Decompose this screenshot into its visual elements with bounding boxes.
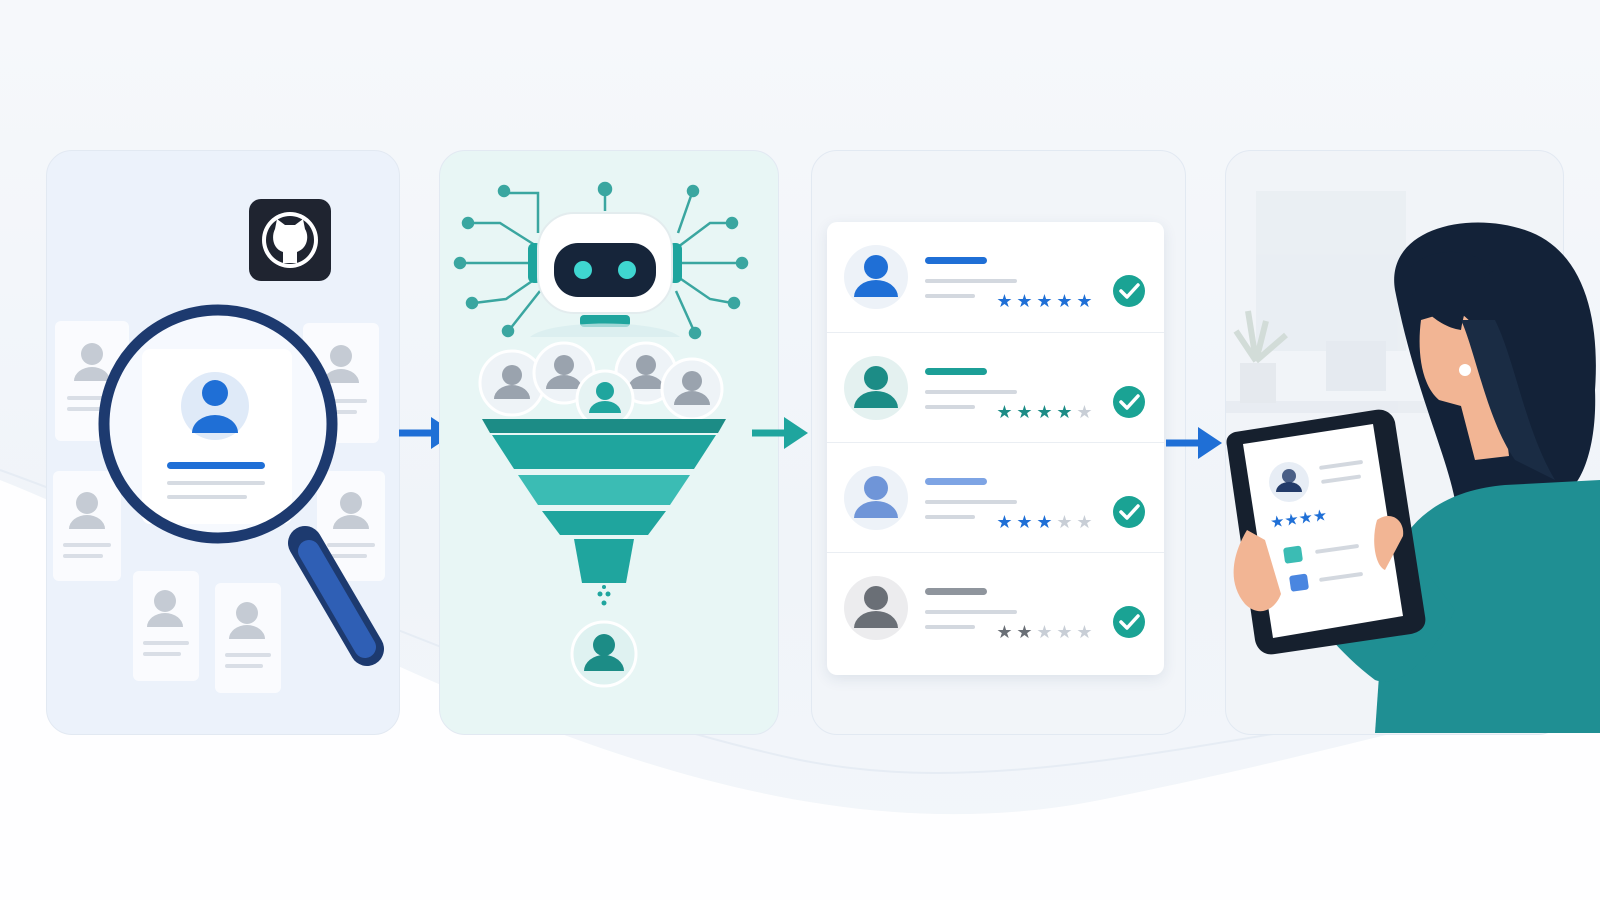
flow-arrow [746,413,816,453]
star-filled-icon: ★ [1016,402,1034,422]
star-filled-icon: ★ [996,402,1014,422]
star-filled-icon: ★ [996,291,1014,311]
selected-candidate-avatar [570,620,638,688]
magnifying-glass-icon [98,304,384,666]
star-filled-icon: ★ [1076,291,1094,311]
star-empty-icon: ★ [1036,622,1054,642]
star-empty-icon: ★ [1076,622,1094,642]
star-rating: ★★★★★ [995,622,1095,642]
star-filled-icon: ★ [1036,291,1054,311]
star-rating: ★★★★★ [995,402,1095,422]
ranked-candidate-list: ★★★★★ ★★★★★ ★★★★★ [827,222,1164,675]
profile-card [133,571,199,681]
recruiter-person-illustration: ★★★★ [1226,222,1600,733]
check-circle-icon [1113,386,1145,418]
star-filled-icon: ★ [996,512,1014,532]
ranked-candidate-row[interactable]: ★★★★★ [827,222,1164,332]
ai-robot-icon [528,212,682,337]
github-icon [249,199,331,281]
filter-funnel-icon [482,419,726,606]
check-circle-icon [1113,606,1145,638]
star-rating: ★★★★★ [995,291,1095,311]
star-rating: ★★★★★ [995,512,1095,532]
neural-network-icon [453,181,749,340]
star-filled-icon: ★ [1056,402,1074,422]
featured-profile-card [142,349,292,524]
ranked-candidate-row[interactable]: ★★★★★ [827,332,1164,443]
star-filled-icon: ★ [1056,291,1074,311]
star-filled-icon: ★ [1016,512,1034,532]
check-circle-icon [1113,275,1145,307]
star-empty-icon: ★ [1056,622,1074,642]
flow-arrow [1160,423,1230,463]
ranked-candidate-row[interactable]: ★★★★★ [827,442,1164,553]
ranked-candidate-row[interactable]: ★★★★★ [827,552,1164,663]
star-empty-icon: ★ [1076,512,1094,532]
star-empty-icon: ★ [1056,512,1074,532]
star-empty-icon: ★ [1076,402,1094,422]
check-circle-icon [1113,496,1145,528]
star-filled-icon: ★ [1036,402,1054,422]
star-filled-icon: ★ [1016,622,1034,642]
step-ai-screening-panel [439,150,779,735]
profile-card [317,471,385,581]
step-discover-developers-panel [46,150,400,735]
star-filled-icon: ★ [1016,291,1034,311]
star-filled-icon: ★ [996,622,1014,642]
star-filled-icon: ★ [1036,512,1054,532]
profile-card [215,583,281,693]
candidate-avatars [478,341,724,429]
profile-card [53,471,121,581]
